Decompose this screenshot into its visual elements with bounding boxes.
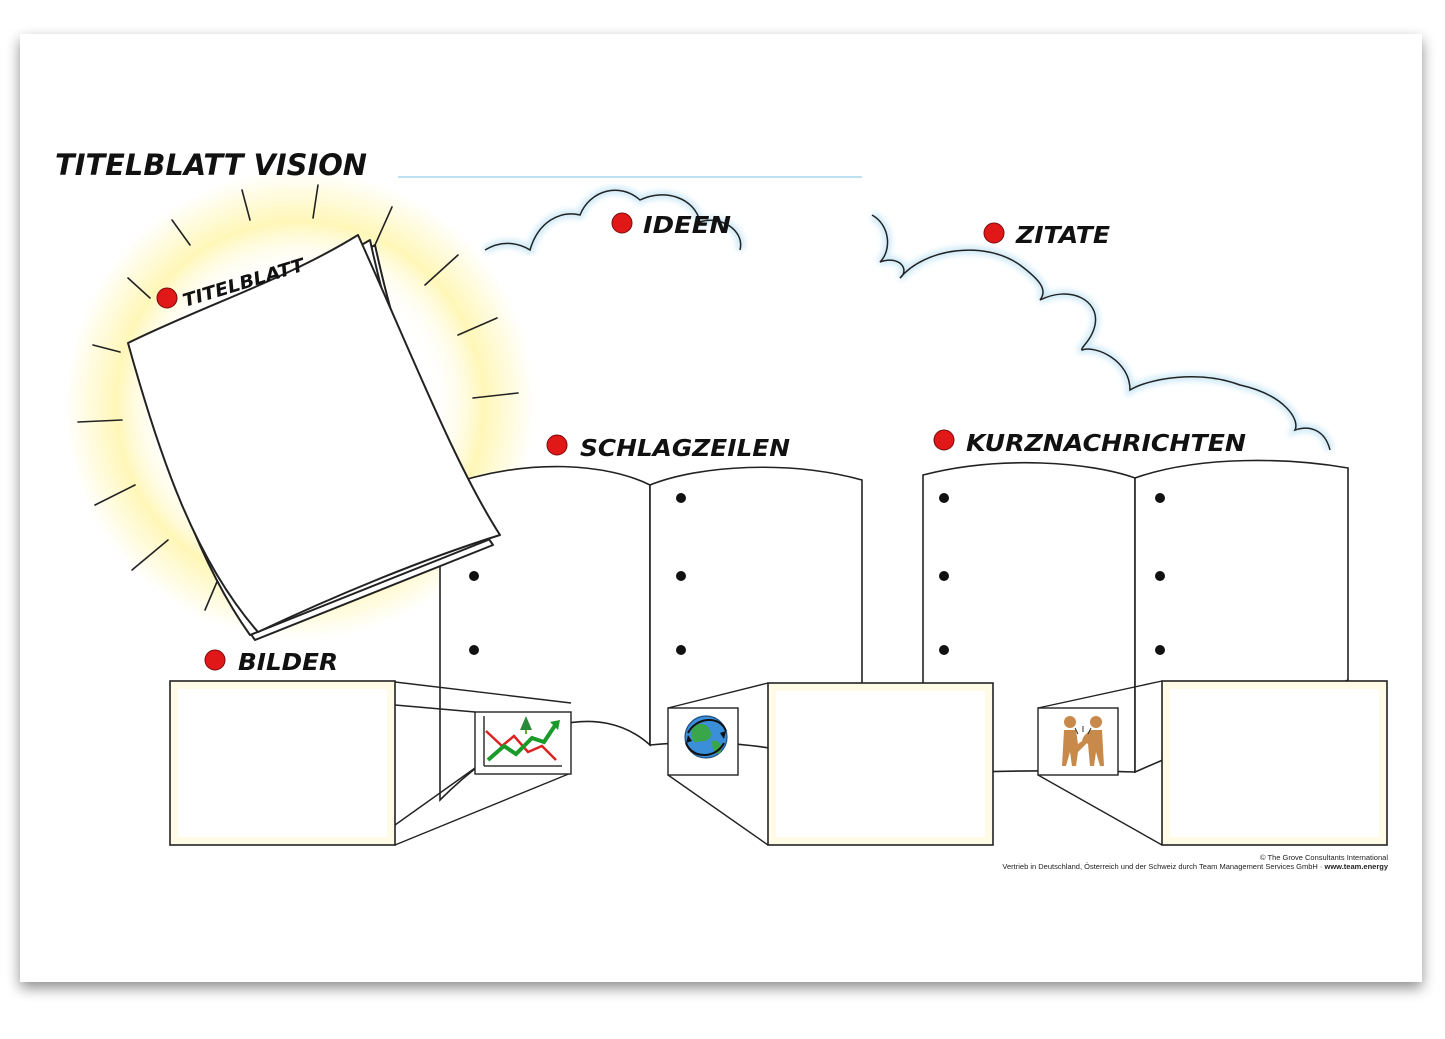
- kurznachrichten-projection: [1037, 680, 1163, 846]
- globe-icon: [684, 715, 728, 759]
- footer-distribution: Vertrieb in Deutschland, Österreich und …: [1002, 862, 1388, 871]
- marker-schlagzeilen: [546, 434, 568, 456]
- marker-titelblatt: [156, 287, 178, 309]
- bilder-projection: [394, 681, 572, 846]
- cloud-zitate: [869, 211, 1334, 452]
- trend-chart-icon: [483, 716, 562, 767]
- handshake-icon: [1062, 716, 1104, 766]
- kurznachrichten-bullets: [939, 493, 1165, 655]
- bilder-frame-inner: [178, 689, 387, 837]
- schlagzeilen-frame-inner: [776, 691, 985, 837]
- picture-box-3: [1037, 707, 1119, 776]
- footer-website[interactable]: www.team.energy: [1324, 862, 1389, 871]
- footer-distribution-text: Vertrieb in Deutschland, Österreich und …: [1002, 862, 1324, 871]
- label-kurznachrichten: KURZNACHRICHTEN: [966, 431, 1246, 457]
- magazine-cover: [127, 234, 501, 641]
- schlagzeilen-projection: [667, 682, 769, 846]
- red-markers: [156, 212, 1005, 671]
- label-schlagzeilen: SCHLAGZEILEN: [580, 436, 790, 462]
- label-bilder: BILDER: [238, 650, 338, 676]
- label-ideen: IDEEN: [643, 213, 731, 239]
- schlagzeilen-bullets: [469, 493, 686, 655]
- marker-zitate: [983, 222, 1005, 244]
- kurznachrichten-frame-inner: [1170, 689, 1379, 837]
- cloud-ideen: [482, 186, 745, 257]
- marker-ideen: [611, 212, 633, 234]
- poster-title: TITELBLATT VISION: [55, 148, 367, 182]
- marker-kurznachrichten: [933, 429, 955, 451]
- label-zitate: ZITATE: [1015, 223, 1110, 249]
- footer-copyright: © The Grove Consultants International: [1260, 853, 1388, 862]
- marker-bilder: [204, 649, 226, 671]
